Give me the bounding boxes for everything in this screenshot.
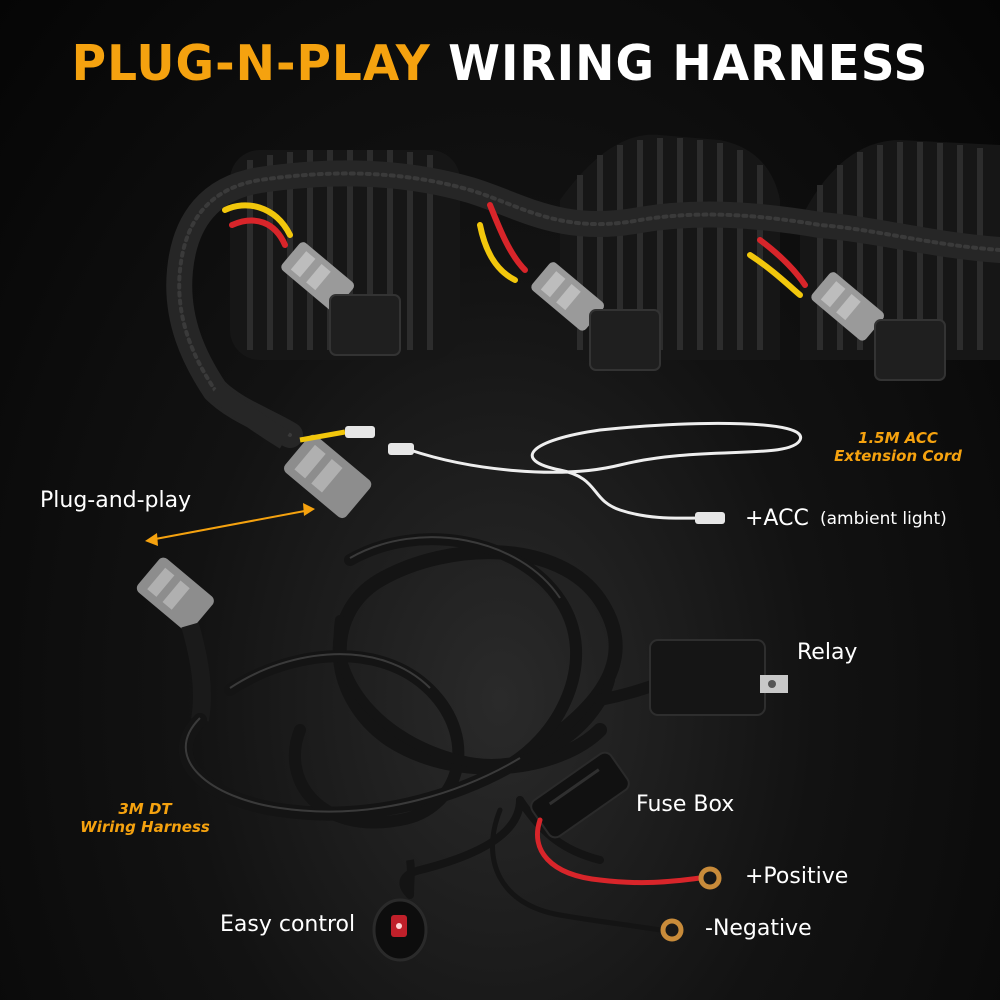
harness-callout-line1: 3M DT	[118, 800, 172, 818]
lower-dt-plug	[136, 557, 214, 722]
title-accent: PLUG-N-PLAY	[71, 34, 431, 93]
coiled-harness	[178, 533, 726, 899]
positive-label: +Positive	[745, 864, 849, 889]
coiled-harness-highlights	[184, 536, 561, 813]
braided-trunk	[166, 160, 1000, 448]
fuse-box-label: Fuse Box	[636, 792, 735, 817]
ambient-light-label: (ambient light)	[820, 509, 947, 529]
pod-connectors	[281, 242, 946, 381]
easy-control-label: Easy control	[220, 912, 356, 937]
plug-arrow	[145, 503, 315, 546]
acc-label: +ACC	[745, 506, 809, 531]
battery-leads	[490, 807, 703, 933]
acc-cord-callout: 1.5M ACC Extension Cord	[828, 429, 968, 465]
rocker-switch	[372, 859, 428, 962]
relay-label: Relay	[797, 640, 858, 665]
page-title: PLUG-N-PLAY WIRING HARNESS	[0, 35, 1000, 93]
acc-cord-callout-line1: 1.5M ACC	[858, 429, 938, 447]
light-pod-middle	[560, 134, 780, 360]
harness-callout: 3M DT Wiring Harness	[70, 800, 220, 836]
acc-extension-cord	[388, 421, 803, 524]
relay-body	[649, 639, 788, 716]
lead-wires	[222, 202, 808, 298]
harness-callout-line2: Wiring Harness	[80, 818, 210, 836]
negative-label: -Negative	[705, 916, 812, 941]
upper-dt-plug	[208, 382, 375, 519]
plug-and-play-label: Plug-and-play	[40, 488, 192, 513]
acc-cord-callout-line2: Extension Cord	[834, 447, 962, 465]
title-main: WIRING HARNESS	[448, 34, 929, 93]
ring-terminals	[660, 866, 722, 942]
